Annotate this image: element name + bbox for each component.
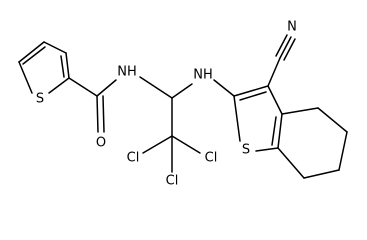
bond — [267, 57, 281, 87]
nitrile-atom-label: N — [287, 20, 297, 35]
bond — [96, 79, 117, 97]
bond — [255, 147, 279, 152]
bond — [96, 95, 99, 133]
bond — [213, 79, 235, 97]
bond — [239, 91, 267, 101]
amide-nh-label: NH — [117, 65, 137, 80]
thiophene-ring — [18, 41, 70, 94]
bond — [271, 116, 277, 146]
bond — [277, 147, 305, 179]
bond — [18, 41, 45, 63]
bond — [68, 77, 98, 97]
bond — [22, 46, 46, 65]
bond — [43, 41, 67, 54]
bond — [139, 76, 173, 99]
bond — [171, 135, 201, 154]
bond — [48, 77, 70, 94]
structure-canvas: S O NH NH S Cl Cl Cl N — [18, 19, 348, 189]
amine-nh-label: NH — [193, 68, 213, 83]
chlorine-atom-label: Cl — [205, 151, 218, 166]
bond — [303, 169, 340, 179]
bond — [317, 107, 348, 133]
chlorine-atom-label: Cl — [166, 174, 179, 189]
benzothiophene-thiophene-ring — [233, 85, 283, 152]
bond — [65, 52, 70, 79]
bond — [338, 131, 348, 171]
bond — [277, 113, 283, 149]
bond — [171, 83, 193, 99]
chemical-structure-diagram: S O NH NH S Cl Cl Cl N — [18, 20, 348, 189]
bond — [102, 95, 105, 133]
bond — [283, 38, 296, 61]
bond — [60, 55, 65, 78]
trichloroethyl-group — [142, 83, 201, 173]
chlorine-atom-label: Cl — [127, 151, 140, 166]
oxygen-atom-label: O — [96, 136, 106, 151]
bond — [267, 85, 283, 115]
sulfur-atom-label: S — [36, 92, 44, 107]
bond — [233, 95, 241, 142]
sulfur-atom-label: S — [242, 143, 250, 158]
bond — [18, 61, 33, 94]
amine-linkage — [213, 79, 235, 97]
bond — [281, 107, 319, 115]
bond — [275, 34, 288, 57]
amide-linkage — [68, 76, 173, 133]
bond — [279, 36, 292, 59]
bond — [233, 85, 269, 97]
nitrile-group — [267, 34, 296, 87]
bond — [142, 135, 173, 154]
cyclohexane-ring — [277, 107, 348, 179]
